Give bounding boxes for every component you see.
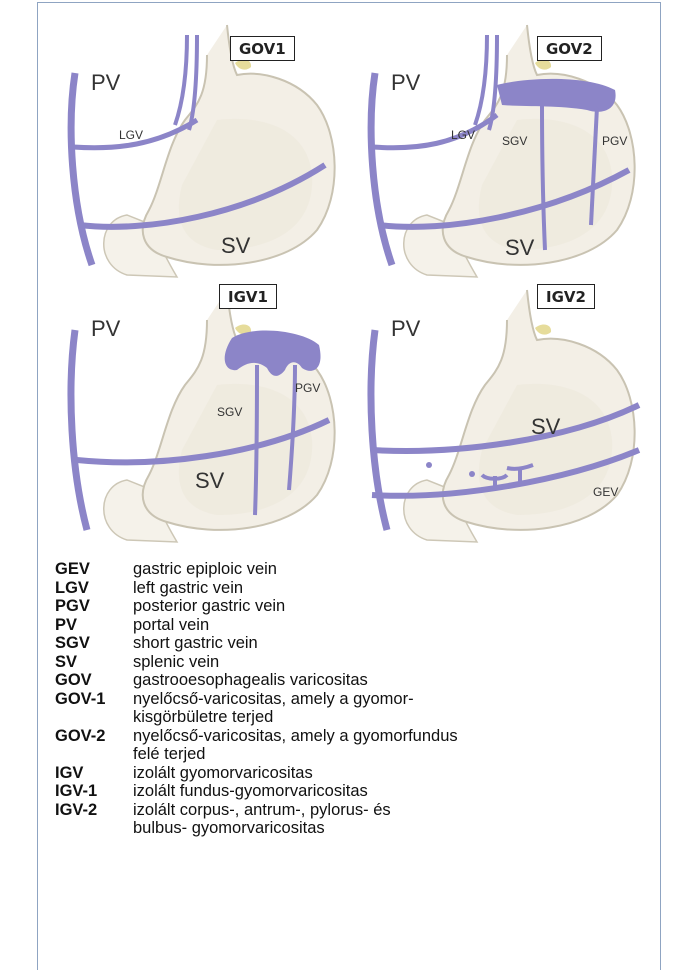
legend-row: IGV-1 izolált fundus-gyomorvaricositas (55, 782, 655, 801)
legend-row: LGV left gastric vein (55, 579, 655, 598)
legend-desc: gastrooesophagealis varicositas (133, 671, 655, 690)
label-pv: PV (391, 70, 420, 96)
legend-desc: nyelőcső-varicositas, amely a gyomorfund… (133, 727, 655, 764)
legend: GEV gastric epiploic vein LGV left gastr… (55, 560, 655, 838)
legend-desc: posterior gastric vein (133, 597, 655, 616)
legend-abbr: GOV-2 (55, 727, 133, 764)
legend-row: IGV izolált gyomorvaricositas (55, 764, 655, 783)
legend-abbr: GOV (55, 671, 133, 690)
legend-desc: nyelőcső-varicositas, amely a gyomor- ki… (133, 690, 655, 727)
label-sgv: SGV (502, 134, 527, 148)
legend-abbr: IGV (55, 764, 133, 783)
legend-desc: short gastric vein (133, 634, 655, 653)
legend-abbr: LGV (55, 579, 133, 598)
legend-row: GOV-1 nyelőcső-varicositas, amely a gyom… (55, 690, 655, 727)
legend-abbr: SGV (55, 634, 133, 653)
label-lgv: LGV (119, 128, 143, 142)
tag-igv1: IGV1 (219, 284, 277, 309)
label-sv: SV (531, 414, 560, 440)
legend-desc: portal vein (133, 616, 655, 635)
legend-desc-line1: izolált corpus-, antrum-, pylorus- és (133, 801, 655, 820)
legend-abbr: GOV-1 (55, 690, 133, 727)
legend-desc-line1: nyelőcső-varicositas, amely a gyomorfund… (133, 727, 655, 746)
panel-gov2: PV LGV SGV PGV SV GOV2 (357, 15, 657, 283)
legend-abbr: SV (55, 653, 133, 672)
legend-row: SGV short gastric vein (55, 634, 655, 653)
legend-row: GOV-2 nyelőcső-varicositas, amely a gyom… (55, 727, 655, 764)
legend-row: IGV-2 izolált corpus-, antrum-, pylorus-… (55, 801, 655, 838)
legend-abbr: PGV (55, 597, 133, 616)
legend-desc: splenic vein (133, 653, 655, 672)
legend-desc: left gastric vein (133, 579, 655, 598)
panel-igv2: PV SV GEV IGV2 (357, 280, 657, 548)
tag-gov2: GOV2 (537, 36, 602, 61)
legend-desc-line2: bulbus- gyomorvaricositas (133, 819, 655, 838)
label-gev: GEV (593, 485, 618, 499)
legend-abbr: IGV-1 (55, 782, 133, 801)
legend-abbr: GEV (55, 560, 133, 579)
tag-igv2: IGV2 (537, 284, 595, 309)
legend-abbr: IGV-2 (55, 801, 133, 838)
legend-row: GEV gastric epiploic vein (55, 560, 655, 579)
legend-row: SV splenic vein (55, 653, 655, 672)
label-lgv: LGV (451, 128, 475, 142)
panel-igv1: PV SGV PGV SV IGV1 (57, 280, 357, 548)
legend-desc: gastric epiploic vein (133, 560, 655, 579)
legend-row: PV portal vein (55, 616, 655, 635)
legend-row: PGV posterior gastric vein (55, 597, 655, 616)
label-pgv: PGV (602, 134, 627, 148)
legend-desc-line2: kisgörbületre terjed (133, 708, 655, 727)
panel-gov1: PV LGV SV GOV1 (57, 15, 357, 283)
label-sgv: SGV (217, 405, 242, 419)
legend-abbr: PV (55, 616, 133, 635)
label-sv: SV (195, 468, 224, 494)
label-pv: PV (91, 316, 120, 342)
label-sv: SV (505, 235, 534, 261)
legend-desc: izolált corpus-, antrum-, pylorus- és bu… (133, 801, 655, 838)
legend-row: GOV gastrooesophagealis varicositas (55, 671, 655, 690)
label-pgv: PGV (295, 381, 320, 395)
label-pv: PV (391, 316, 420, 342)
legend-desc-line2: felé terjed (133, 745, 655, 764)
legend-desc: izolált gyomorvaricositas (133, 764, 655, 783)
legend-desc: izolált fundus-gyomorvaricositas (133, 782, 655, 801)
tag-gov1: GOV1 (230, 36, 295, 61)
legend-desc-line1: nyelőcső-varicositas, amely a gyomor- (133, 690, 655, 709)
label-sv: SV (221, 233, 250, 259)
label-pv: PV (91, 70, 120, 96)
